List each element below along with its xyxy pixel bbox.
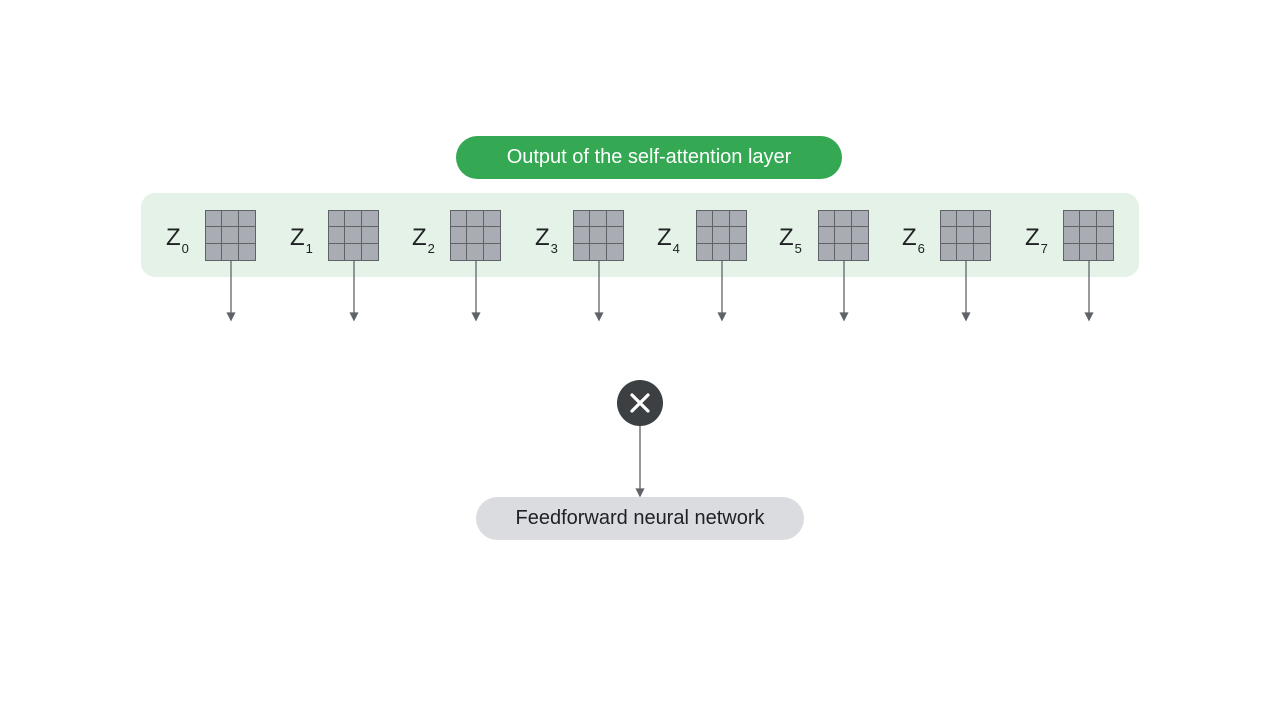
z-label-4: Z4 bbox=[657, 224, 680, 256]
z-label-3: Z3 bbox=[535, 224, 558, 256]
z-matrix-1 bbox=[328, 210, 379, 261]
z-label-1: Z1 bbox=[290, 224, 313, 256]
arrow-head-4 bbox=[717, 312, 727, 322]
z-subscript: 5 bbox=[794, 241, 802, 256]
z-matrix-2 bbox=[450, 210, 501, 261]
z-letter: Z bbox=[902, 224, 917, 251]
z-letter: Z bbox=[779, 224, 794, 251]
z-letter: Z bbox=[1025, 224, 1040, 251]
z-matrix-5 bbox=[818, 210, 869, 261]
arrow-head-1 bbox=[349, 312, 359, 322]
multiply-icon bbox=[630, 393, 650, 413]
z-letter: Z bbox=[657, 224, 672, 251]
z-matrix-7 bbox=[1063, 210, 1114, 261]
z-subscript: 7 bbox=[1040, 241, 1048, 256]
z-matrix-4 bbox=[696, 210, 747, 261]
z-subscript: 3 bbox=[550, 241, 558, 256]
z-subscript: 1 bbox=[305, 241, 313, 256]
self-attention-output-title-text: Output of the self-attention layer bbox=[506, 146, 792, 168]
arrow-head-0 bbox=[226, 312, 236, 322]
arrow-head-5 bbox=[839, 312, 849, 322]
z-matrix-0 bbox=[205, 210, 256, 261]
z-matrix-3 bbox=[573, 210, 624, 261]
arrow-head-operator bbox=[635, 488, 645, 498]
z-label-2: Z2 bbox=[412, 224, 435, 256]
z-label-0: Z0 bbox=[166, 224, 189, 256]
arrow-head-6 bbox=[961, 312, 971, 322]
arrow-head-3 bbox=[594, 312, 604, 322]
z-matrix-6 bbox=[940, 210, 991, 261]
arrow-head-7 bbox=[1084, 312, 1094, 322]
z-letter: Z bbox=[290, 224, 305, 251]
z-letter: Z bbox=[166, 224, 181, 251]
multiply-operator bbox=[617, 380, 663, 426]
z-subscript: 4 bbox=[672, 241, 680, 256]
z-letter: Z bbox=[535, 224, 550, 251]
z-label-5: Z5 bbox=[779, 224, 802, 256]
self-attention-output-title: Output of the self-attention layer bbox=[456, 136, 842, 179]
z-subscript: 2 bbox=[427, 241, 435, 256]
feedforward-network-box: Feedforward neural network bbox=[476, 497, 804, 540]
z-letter: Z bbox=[412, 224, 427, 251]
arrow-head-2 bbox=[471, 312, 481, 322]
z-subscript: 6 bbox=[917, 241, 925, 256]
z-label-6: Z6 bbox=[902, 224, 925, 256]
feedforward-network-label: Feedforward neural network bbox=[515, 507, 765, 529]
z-subscript: 0 bbox=[181, 241, 189, 256]
z-label-7: Z7 bbox=[1025, 224, 1048, 256]
